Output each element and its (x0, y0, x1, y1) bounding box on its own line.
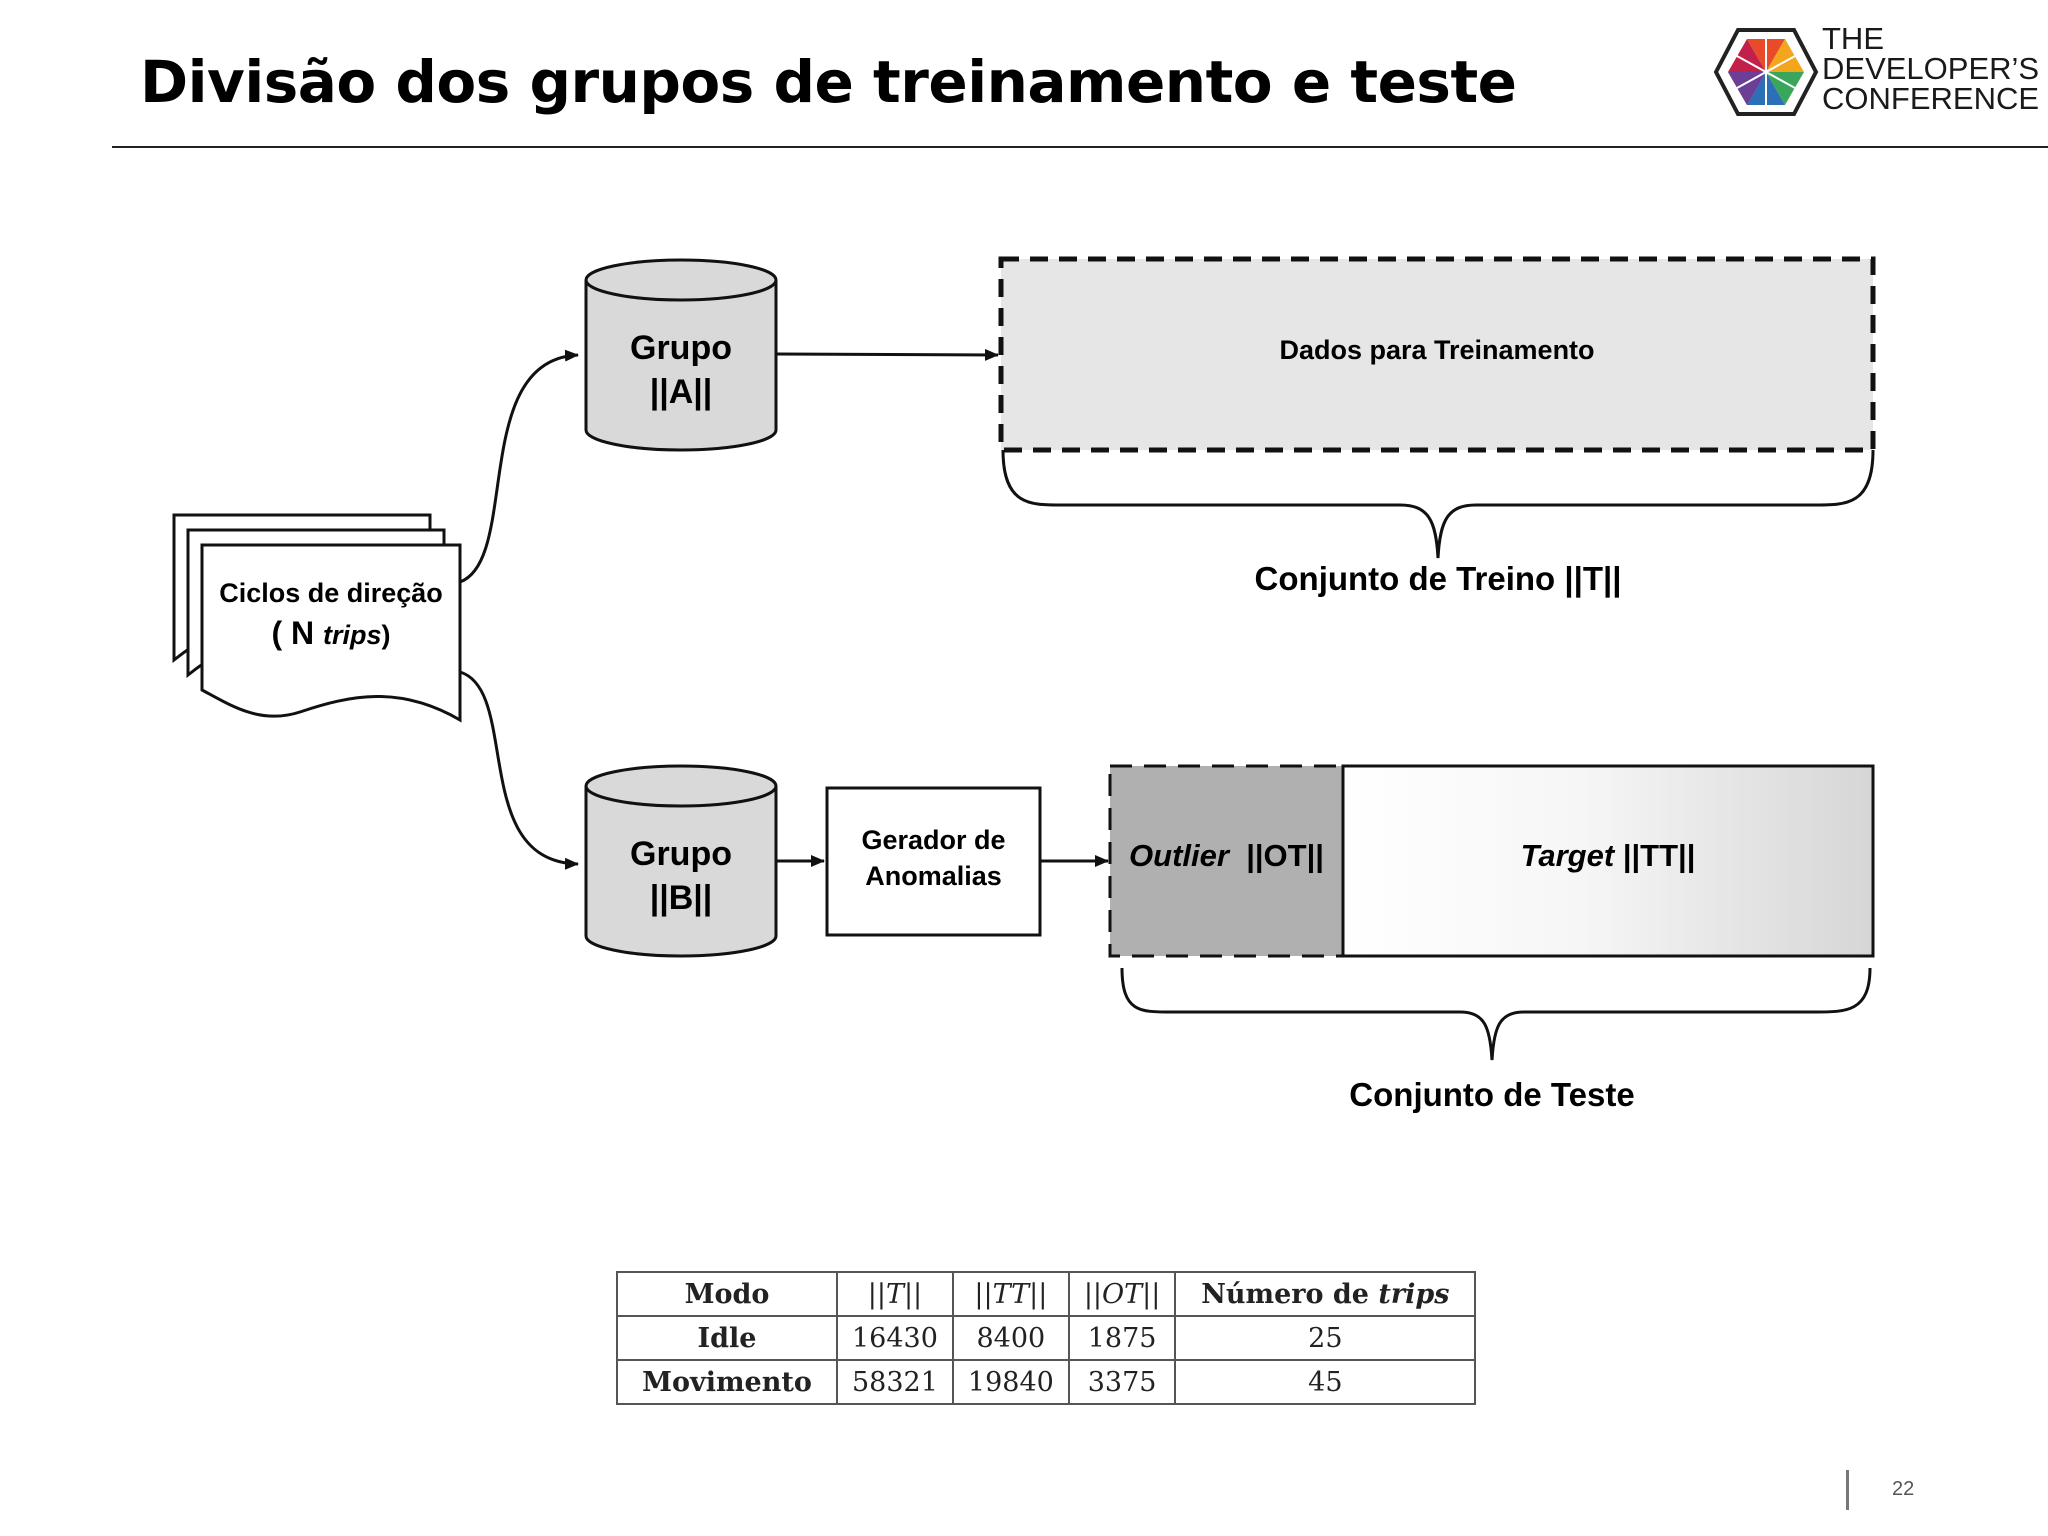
documents-stack-icon (172, 513, 462, 723)
group-b-cylinder-icon (584, 764, 778, 958)
table-header-row: Modo ||T|| ||TT|| ||OT|| Número de trips (616, 1271, 1477, 1317)
header-ot: ||OT|| (1067, 1271, 1177, 1317)
arrow-to-group-a (459, 349, 579, 584)
training-data-label: Dados para Treinamento (1279, 335, 1595, 365)
training-brace (1001, 449, 1875, 559)
title-divider (112, 146, 2048, 148)
results-table: Modo ||T|| ||TT|| ||OT|| Número de trips… (616, 1271, 1477, 1405)
outlier-label: Outlier ||OT|| (1129, 838, 1324, 873)
table-row: Idle 16430 8400 1875 25 (616, 1315, 1477, 1361)
group-a-cylinder-icon (584, 258, 778, 452)
slide-title: Divisão dos grupos de treinamento e test… (140, 48, 1517, 116)
target-label: Target ||TT|| (1520, 838, 1696, 873)
header-trips: Número de trips (1174, 1271, 1477, 1317)
table-row: Movimento 58321 19840 3375 45 (616, 1359, 1477, 1405)
group-b-label: Grupo ||B|| (630, 835, 732, 917)
source-documents-label: Ciclos de direção ( N trips) (219, 578, 443, 651)
arrow-to-group-b (459, 670, 579, 870)
test-set-label: Conjunto de Teste (1349, 1076, 1635, 1113)
header-mode: Modo (616, 1271, 838, 1317)
conference-logo-icon (1713, 28, 1819, 116)
anomaly-generator-box (825, 786, 1042, 937)
conference-logo-text: THE DEVELOPER’S CONFERENCE (1822, 21, 2040, 116)
test-brace (1120, 967, 1872, 1061)
header-t: ||T|| (836, 1271, 954, 1317)
group-a-label: Grupo ||A|| (630, 329, 732, 411)
anomaly-generator-label: Gerador de Anomalias (861, 825, 1006, 891)
arrow-to-training (775, 348, 999, 361)
page-number-divider (1846, 1470, 1849, 1510)
training-set-label: Conjunto de Treino ||T|| (1254, 560, 1622, 597)
header-tt: ||TT|| (951, 1271, 1070, 1317)
training-data-box (998, 256, 1876, 453)
page-number: 22 (1892, 1478, 1915, 1500)
